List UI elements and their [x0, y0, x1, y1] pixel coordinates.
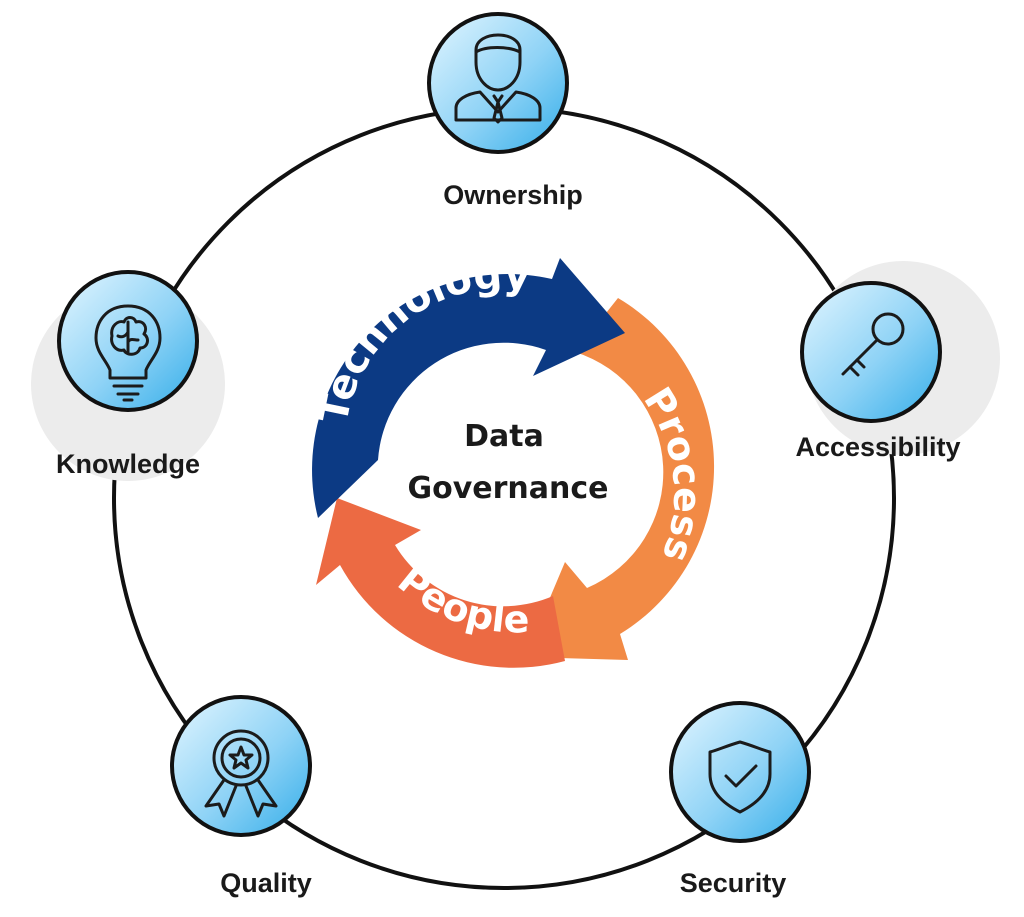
- ownership-node[interactable]: [427, 12, 569, 154]
- knowledge-label: Knowledge: [56, 449, 200, 479]
- center-title-line2: Governance: [407, 471, 608, 506]
- security-node[interactable]: [669, 701, 811, 843]
- security-label: Security: [680, 868, 787, 898]
- knowledge-node[interactable]: [57, 270, 199, 412]
- ownership-label: Ownership: [443, 180, 583, 210]
- people-arrow: [316, 498, 565, 668]
- process-arrow: [525, 298, 715, 660]
- quality-node[interactable]: [170, 695, 312, 837]
- technology-arrow: [312, 258, 625, 518]
- quality-label: Quality: [220, 868, 312, 898]
- cycle-arrows: [312, 258, 715, 668]
- businessman-icon: [454, 33, 542, 124]
- shield-check-icon: [708, 740, 772, 814]
- key-icon: [841, 312, 905, 377]
- lightbulb-brain-icon: [94, 304, 162, 402]
- center-title-line1: Data: [464, 419, 544, 454]
- accessibility-node[interactable]: [800, 281, 942, 423]
- accessibility-label: Accessibility: [795, 432, 960, 462]
- award-ribbon-icon: [204, 729, 278, 818]
